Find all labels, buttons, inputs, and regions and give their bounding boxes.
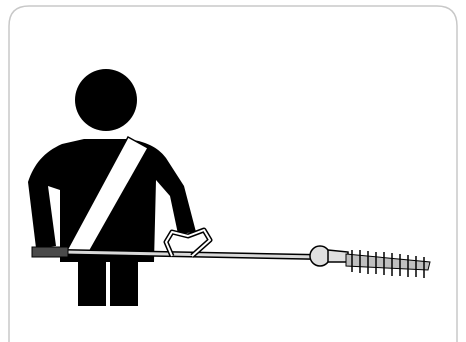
- gearbox-icon: [310, 246, 330, 266]
- rear-grip-icon: [32, 247, 68, 257]
- head-icon: [75, 69, 137, 131]
- left-leg-icon: [78, 250, 106, 306]
- hedge-blade-icon: [346, 250, 430, 278]
- right-leg-icon: [110, 250, 138, 306]
